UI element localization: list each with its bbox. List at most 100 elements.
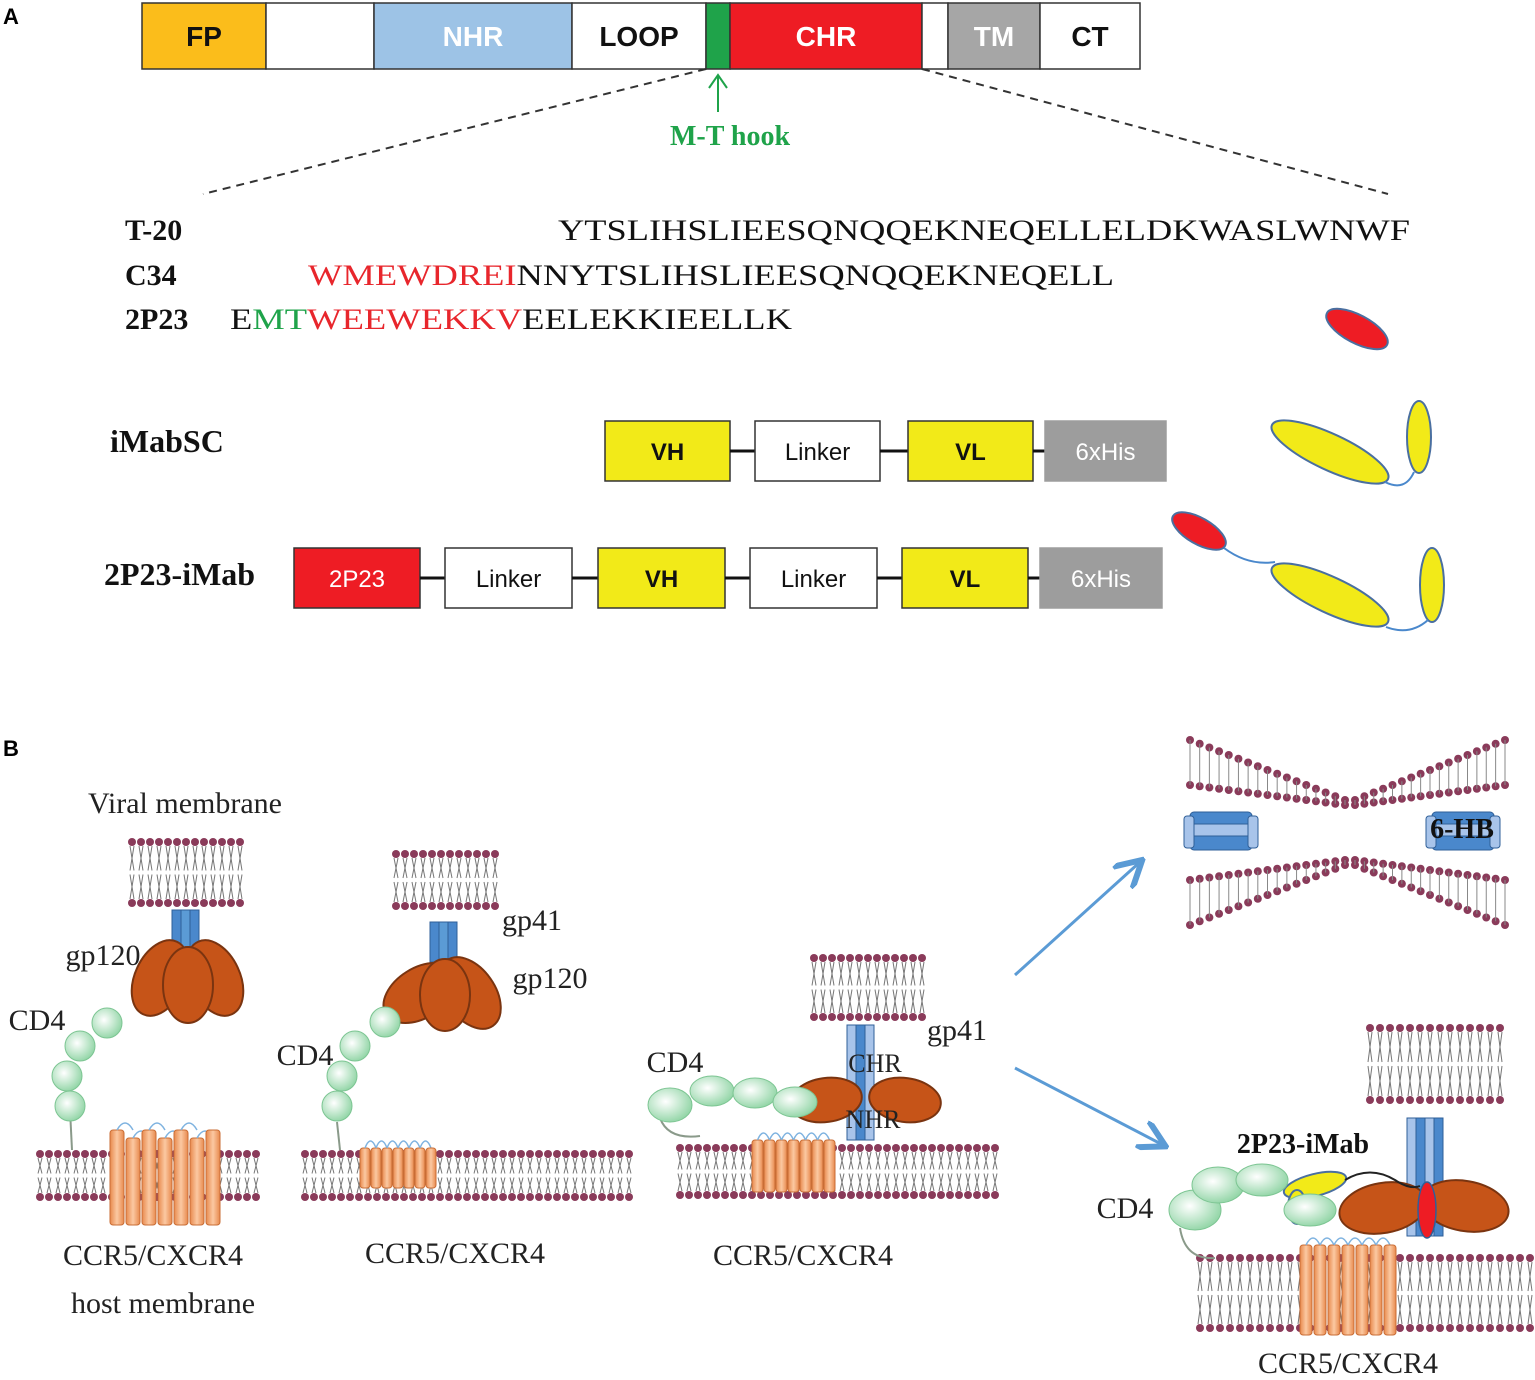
construct-box-label: VH [651, 439, 684, 466]
gp120-label-1: gp120 [66, 939, 141, 972]
host-membrane-3 [676, 1144, 999, 1199]
sequence-row: T-20 YTSLIHSLIEESQNQQEKNEQELLELDKWASLWNWF [125, 214, 1410, 247]
stage1-cd4 [51, 1007, 123, 1151]
sequence-segment: E [230, 303, 252, 336]
sequence-name: T-20 [125, 214, 182, 247]
domain-tm: TM [947, 2, 1041, 70]
viral-membrane-4 [1366, 1024, 1504, 1104]
construct-box [1044, 420, 1167, 482]
zoom-line-left [202, 68, 707, 195]
sequence-name: 2P23 [125, 303, 188, 336]
domain-label: LOOP [599, 21, 678, 52]
gp41-label-2: gp41 [502, 904, 562, 937]
cd4-label-3: CD4 [647, 1046, 704, 1079]
viral-membrane-2 [392, 850, 499, 910]
domain-label: NHR [443, 21, 504, 52]
domain-fp: FP [141, 2, 267, 70]
inhibited-envelope [1282, 1117, 1510, 1239]
construct-box-label: 6xHis [1075, 439, 1135, 466]
sequence-text: YTSLIHSLIEESQNQQEKNEQELLELDKWASLWNWF [558, 214, 1410, 247]
stage3-cd4 [647, 1075, 818, 1138]
coreceptor-label-4: CCR5/CXCR4 [1258, 1347, 1438, 1380]
six-helix-bundle-fusion [1183, 736, 1509, 929]
panel-b-letter: B [3, 736, 19, 761]
sequence-segment: WMEWDREI [308, 259, 517, 292]
chr-label: CHR [848, 1049, 902, 1078]
cd4-label-4: CD4 [1097, 1192, 1154, 1225]
host-membrane-label: host membrane [71, 1287, 255, 1320]
gp41-domain-bar: FP NHR LOOP CHR TM CT [141, 2, 1141, 70]
stage2-coreceptor [359, 1140, 437, 1189]
gp41-label-3: gp41 [927, 1014, 987, 1047]
sequence-name: C34 [125, 259, 177, 292]
construct-box-label: VL [955, 439, 986, 466]
construct-box [597, 547, 726, 609]
construct-box [907, 420, 1034, 482]
domain-nhr: NHR [373, 2, 573, 70]
sequence-segment: MT [252, 303, 307, 336]
viral-membrane-3 [810, 954, 926, 1021]
construct-box-label: VL [950, 566, 981, 593]
stage2-cd4 [321, 1006, 401, 1151]
domain-loop: LOOP [571, 2, 707, 70]
domain-spacer-1 [265, 2, 375, 70]
domain-spacer-6 [921, 2, 949, 70]
arrow-to-fusion [1013, 862, 1140, 977]
domain-label: CT [1071, 21, 1108, 52]
helix-bundle [1183, 811, 1259, 851]
gp120-label-2: gp120 [513, 962, 588, 995]
inhibitor-label: 2P23-iMab [1237, 1129, 1369, 1160]
2p23-imab-cartoon [1171, 511, 1445, 632]
cd4-label-2: CD4 [277, 1039, 334, 1072]
construct-name: iMabSC [110, 423, 224, 459]
panel-a-letter: A [3, 4, 19, 29]
inhibited-cd4 [1168, 1163, 1337, 1260]
helix-bundle [1425, 811, 1501, 851]
sequence-segment: EELEKKIEELLK [522, 303, 792, 336]
construct-box [604, 420, 731, 482]
inhibited-coreceptor [1299, 1237, 1397, 1336]
stage3-coreceptor [751, 1132, 836, 1193]
domain-label: CHR [796, 21, 857, 52]
coreceptor-label-2: CCR5/CXCR4 [365, 1237, 545, 1270]
construct-box [754, 420, 881, 482]
cd4-label-1: CD4 [9, 1004, 66, 1037]
stage2-envelope [382, 921, 502, 1032]
domain-label: FP [186, 21, 222, 52]
domain-label: TM [974, 21, 1014, 52]
mt-hook-arrowhead [708, 73, 728, 89]
sequence-segment: YTSLIHSLIEESQNQQEKNEQELLELDKWASLWNWF [558, 214, 1410, 247]
lipid-bilayers [36, 838, 1534, 1332]
domain-ct: CT [1039, 2, 1141, 70]
zoom-line-right [921, 68, 1389, 195]
construct-box [1039, 547, 1163, 609]
stage1-envelope [130, 909, 245, 1024]
construct-name: 2P23-iMab [104, 556, 255, 592]
viral-membrane-1 [128, 838, 244, 907]
peptide-cartoon [1325, 307, 1389, 351]
domain-spacer-4 [705, 2, 731, 70]
stage1-coreceptor [109, 1122, 221, 1226]
construct-box [749, 547, 878, 609]
sequence-segment: WEEWEKKV [307, 303, 522, 336]
imabsc-cartoon [1270, 400, 1432, 487]
construct-box-label: 2P23 [329, 566, 385, 593]
coreceptor-label-1: CCR5/CXCR4 [63, 1239, 243, 1272]
construct-box-label: Linker [785, 439, 850, 466]
peptide-sequences: T-20 YTSLIHSLIEESQNQQEKNEQELLELDKWASLWNWF… [125, 214, 1410, 336]
construct-box [293, 547, 421, 609]
six-hb-label: 6-HB [1430, 814, 1494, 845]
mt-hook-label: M-T hook [670, 121, 790, 152]
construct-box [444, 547, 573, 609]
sequence-segment: NNYTSLIHSLIEESQNQQEKNEQELL [517, 259, 1114, 292]
construct-box-label: VH [645, 566, 678, 593]
domain-chr: CHR [729, 2, 923, 70]
construct-box [901, 547, 1029, 609]
nhr-label: NHR [846, 1105, 902, 1134]
